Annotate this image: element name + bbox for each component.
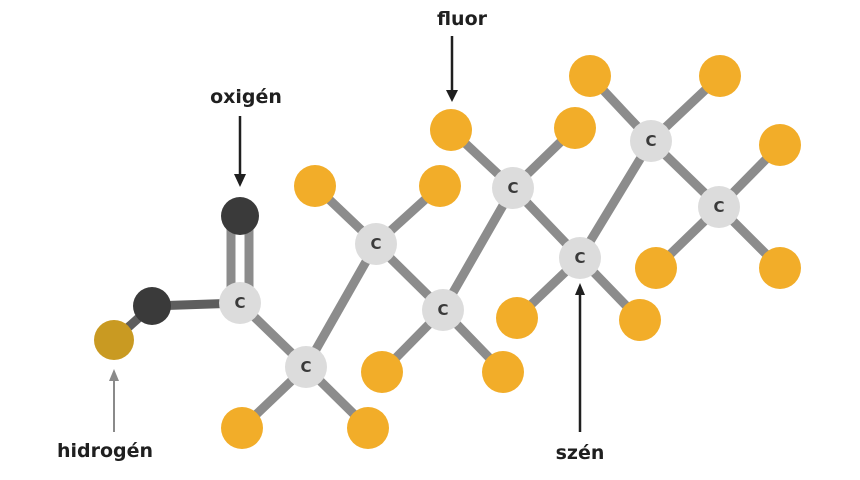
fluorine-atom bbox=[569, 55, 611, 97]
fluorine-atom bbox=[619, 299, 661, 341]
carbon-atom-3: C bbox=[355, 223, 397, 265]
fluorine-atom bbox=[496, 297, 538, 339]
fluorine-atom bbox=[347, 407, 389, 449]
arrow-head-icon bbox=[109, 369, 119, 381]
arrow-head-icon bbox=[446, 90, 458, 102]
carbon-atom-1: C bbox=[219, 282, 261, 324]
callout-fluor: fluor bbox=[437, 8, 488, 102]
fluorine-atom bbox=[759, 124, 801, 166]
callout-hidrogen: hidrogén bbox=[57, 369, 153, 462]
bond-c6-c7 bbox=[576, 138, 655, 261]
bond-c4-c5 bbox=[439, 185, 517, 313]
oxygen-atom-hydroxyl bbox=[133, 287, 171, 325]
carbon-atom-2: C bbox=[285, 346, 327, 388]
arrow-head-icon bbox=[575, 283, 585, 295]
fluorine-atom bbox=[759, 247, 801, 289]
carbon-atom-7: C bbox=[630, 120, 672, 162]
fluorine-atom bbox=[554, 107, 596, 149]
carbon-symbol: C bbox=[300, 358, 311, 376]
label-hidrogen: hidrogén bbox=[57, 440, 153, 462]
fluorine-atom bbox=[482, 351, 524, 393]
fluorine-atom bbox=[699, 55, 741, 97]
fluorine-atom bbox=[419, 165, 461, 207]
carbon-symbol: C bbox=[645, 132, 656, 150]
fluorine-atom bbox=[635, 247, 677, 289]
label-szen: szén bbox=[556, 442, 605, 464]
label-oxigen: oxigén bbox=[210, 86, 282, 108]
carbon-atom-4: C bbox=[422, 289, 464, 331]
arrow-head-icon bbox=[234, 174, 246, 187]
hydrogen-atom bbox=[94, 320, 134, 360]
carbon-atom-5: C bbox=[492, 167, 534, 209]
oxygen-atom-carbonyl bbox=[221, 197, 259, 235]
callout-szen: szén bbox=[556, 283, 605, 464]
bond-c2-c3 bbox=[302, 241, 380, 370]
fluorine-atom bbox=[294, 165, 336, 207]
carbon-atom-6: C bbox=[559, 237, 601, 279]
callout-oxigen: oxigén bbox=[210, 86, 282, 187]
carbon-symbol: C bbox=[507, 179, 518, 197]
fluorine-atom bbox=[430, 109, 472, 151]
atoms: C C C C C C C C bbox=[94, 55, 801, 449]
carbon-symbol: C bbox=[234, 294, 245, 312]
carbon-symbol: C bbox=[713, 198, 724, 216]
carbon-symbol: C bbox=[370, 235, 381, 253]
carbon-symbol: C bbox=[574, 249, 585, 267]
fluorine-atom bbox=[361, 351, 403, 393]
label-fluor: fluor bbox=[437, 8, 488, 30]
fluorine-atom bbox=[221, 407, 263, 449]
carbon-symbol: C bbox=[437, 301, 448, 319]
carbon-atom-8: C bbox=[698, 186, 740, 228]
